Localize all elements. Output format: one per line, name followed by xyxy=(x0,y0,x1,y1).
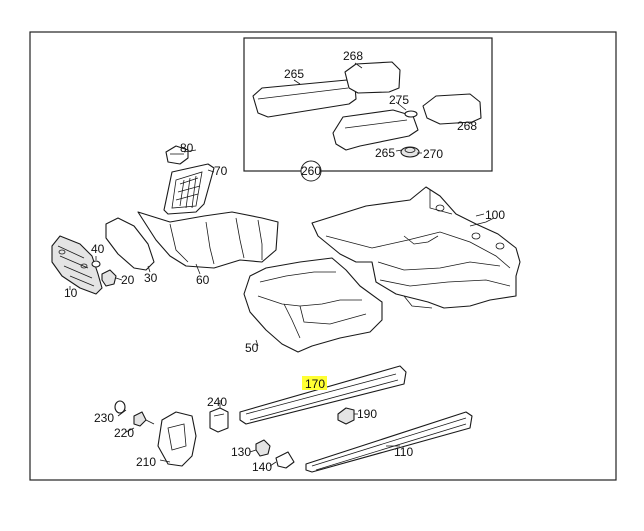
floor-mat-265-front xyxy=(252,79,357,118)
bracket-210 xyxy=(157,411,197,467)
floor-mat-268-front xyxy=(344,61,401,94)
callout-10: 10 xyxy=(64,286,78,300)
fasteners-130-140 xyxy=(255,439,295,469)
callout-270: 270 xyxy=(423,147,443,161)
callout-170: 170 xyxy=(305,377,325,391)
callout-260: 260 xyxy=(301,164,321,178)
callout-100: 100 xyxy=(485,208,505,222)
block-240 xyxy=(209,407,229,433)
callout-190: 190 xyxy=(357,407,377,421)
callout-110: 110 xyxy=(394,445,413,459)
floor-mat-265-rear xyxy=(332,109,419,151)
main-floor-carpet-100 xyxy=(311,186,521,309)
side-trim-panel-60 xyxy=(137,211,279,269)
floor-mat-inset xyxy=(243,37,493,182)
highlight-170 xyxy=(302,376,327,390)
sill-trim-110 xyxy=(305,411,473,473)
callout-240: 240 xyxy=(207,395,227,409)
cover-30 xyxy=(105,217,155,271)
callout-30: 30 xyxy=(144,271,158,285)
callout-210: 210 xyxy=(136,455,156,469)
callout-60: 60 xyxy=(196,273,210,287)
trunk-carpet-50 xyxy=(243,257,383,353)
fasteners-220-230 xyxy=(114,400,155,427)
clip-190 xyxy=(337,407,355,425)
callout-70: 70 xyxy=(214,164,228,178)
callout-265b: 265 xyxy=(375,146,395,160)
callout-268b: 268 xyxy=(457,119,477,133)
callout-50: 50 xyxy=(245,341,259,355)
trim-flap-70 xyxy=(163,163,215,215)
callout-80: 80 xyxy=(180,141,194,155)
callout-20: 20 xyxy=(121,273,135,287)
callout-265a: 265 xyxy=(284,67,304,81)
leader-lines xyxy=(69,149,485,467)
mat-clip-275 xyxy=(404,110,418,118)
callout-220: 220 xyxy=(114,426,134,440)
callout-268a: 268 xyxy=(343,49,363,63)
clip-80 xyxy=(165,145,189,165)
mat-fastener-270 xyxy=(400,146,420,158)
callout-230: 230 xyxy=(94,411,114,425)
callout-260-circle xyxy=(300,160,322,182)
callout-275: 275 xyxy=(389,93,409,107)
small-fasteners-20-40 xyxy=(91,260,117,287)
panel-10 xyxy=(51,235,103,295)
callout-140: 140 xyxy=(252,460,272,474)
floor-mat-268-rear xyxy=(422,93,482,125)
callout-labels: 268 265 275 268 265 270 260 80 70 100 40… xyxy=(64,49,505,474)
sill-trim-170 xyxy=(239,365,407,425)
callout-40: 40 xyxy=(91,242,105,256)
callout-130: 130 xyxy=(231,445,251,459)
